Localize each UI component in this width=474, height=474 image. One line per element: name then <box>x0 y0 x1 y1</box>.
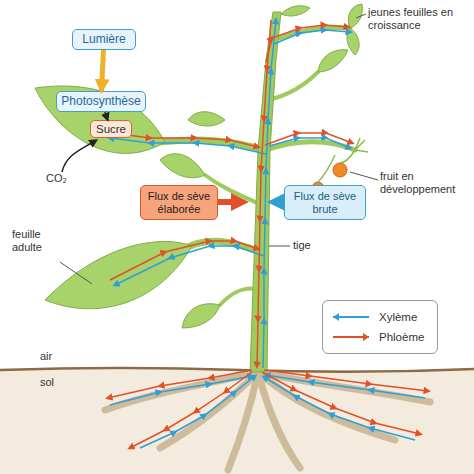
leaf <box>318 50 348 72</box>
xylem-flow <box>110 20 425 448</box>
fruit-stalk <box>318 150 355 182</box>
leaves <box>35 4 362 328</box>
xylem-line <box>110 376 252 405</box>
flux-box: Flux de sève brute <box>284 185 366 220</box>
leader-line <box>356 14 366 18</box>
part-label: fruit en développement <box>380 170 470 195</box>
big-leaf <box>35 86 165 153</box>
phloem-line <box>108 370 252 398</box>
xylem-line <box>263 20 276 368</box>
legend-box: XylèmePhloème <box>322 300 438 354</box>
phloem-line <box>262 372 420 434</box>
phloem-line <box>265 133 352 145</box>
root <box>258 372 430 402</box>
legend-row: Xylème <box>331 307 429 327</box>
part-label: feuille adulte <box>12 228 72 253</box>
part-label: jeunes feuilles en croissance <box>368 6 468 31</box>
node-text: Flux de sève élaborée <box>141 190 217 214</box>
phloem-line <box>266 25 348 62</box>
phloem-line <box>130 372 252 448</box>
node-text: Photosynthèse <box>61 95 140 108</box>
phloem-flow <box>105 20 428 448</box>
xylem-line <box>110 138 266 154</box>
zone-label: sol <box>40 376 70 389</box>
legend-arrowhead <box>363 333 369 341</box>
leaf <box>160 154 205 178</box>
phloem-line <box>264 370 428 391</box>
stem <box>250 12 281 372</box>
node-text: Sucre <box>96 123 126 136</box>
legend-text: Phloème <box>379 331 424 343</box>
light-arrow <box>102 50 104 91</box>
ground-line <box>0 368 474 372</box>
link-arrow <box>105 112 108 120</box>
light-box: Lumière <box>72 29 136 50</box>
process-box: Photosynthèse <box>56 91 146 112</box>
phloem-line <box>257 20 271 366</box>
part-label: tige <box>293 239 333 252</box>
flux-pointer <box>218 199 240 205</box>
leader-line <box>60 262 92 284</box>
soil <box>0 370 474 474</box>
branch <box>268 72 318 100</box>
node-text: Flux de sève brute <box>285 190 365 214</box>
leader-line <box>350 172 378 180</box>
flux-box: Flux de sève élaborée <box>140 185 218 220</box>
legend-sample <box>331 311 371 323</box>
phloem-line <box>110 241 258 280</box>
co2-pointer <box>62 141 95 172</box>
sugar-box: Sucre <box>90 120 132 138</box>
leaf <box>182 304 220 328</box>
fruit <box>333 163 347 177</box>
young-leaf <box>281 6 310 16</box>
zone-label: air <box>40 350 70 363</box>
flux-pointer <box>276 199 284 205</box>
legend-sample <box>331 331 371 343</box>
leader-line <box>269 246 290 247</box>
leader-lines <box>60 14 378 284</box>
legend-row: Phloème <box>331 327 429 347</box>
leaf <box>188 112 225 126</box>
xylem-line <box>274 30 350 44</box>
chemical-label: CO₂ <box>46 172 76 185</box>
legend-arrowhead <box>333 313 339 321</box>
node-text: Lumière <box>82 33 125 46</box>
sepals <box>355 138 368 152</box>
legend-text: Xylème <box>379 311 417 323</box>
